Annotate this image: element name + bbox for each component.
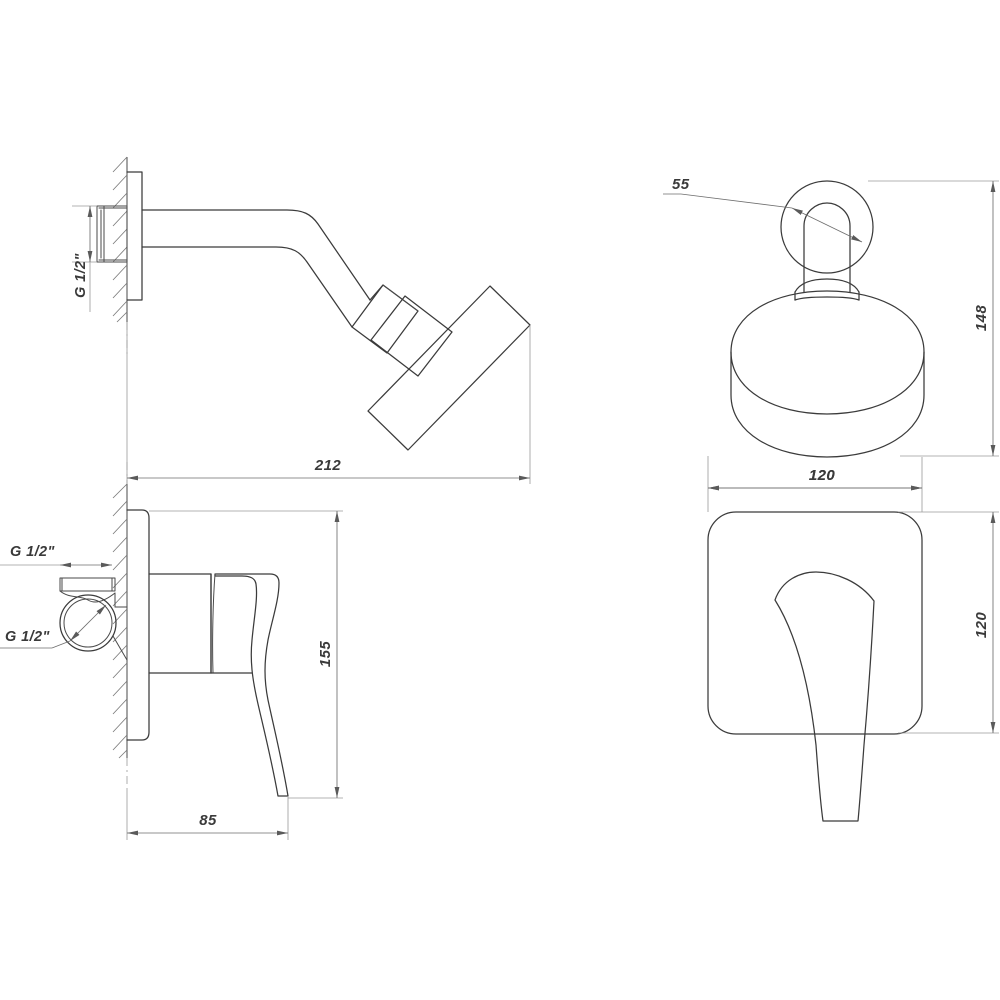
dim-label-plate-height: 120 [973,612,990,638]
mixer-plate-edge [126,509,150,741]
dim-plate-height: 120 [898,511,999,734]
dim-label-mixer-thread-upper: G 1/2" [10,544,55,560]
dim-mixer-thread-lower: G 1/2" [0,604,107,649]
shower-head-front-view: 55 148 120 [663,176,999,494]
mixer-escutcheon-plate [707,511,923,735]
inlet-thread-nipple [96,205,128,263]
dim-rosette-diameter: 55 [663,176,863,243]
dim-label-mixer-thread-lower: G 1/2" [5,629,50,645]
dim-label-arm-length: 212 [314,457,341,474]
wall-section-top [112,156,128,356]
dim-label-plate-width: 120 [809,467,835,484]
dim-mixer-height: 155 [149,510,343,799]
mixer-body [148,573,212,674]
mixer-front-view: 120 120 [707,467,999,822]
dim-mixer-projection: 85 [126,790,289,840]
shower-arm-side-view: G 1/2" 212 [72,156,531,484]
swivel-coupling [351,284,419,354]
dim-label-inlet-thread: G 1/2" [73,253,89,298]
dim-mixer-thread-upper: G 1/2" [0,544,112,568]
dim-head-height: 148 [868,180,999,457]
shower-head-bar [367,285,531,451]
dim-plate-width: 120 [707,467,923,512]
mixer-lever-handle [210,573,289,797]
dim-label-head-width: 120 [809,467,835,484]
dim-inlet-thread: G 1/2" [72,205,97,312]
dim-label-mixer-projection: 85 [199,812,217,829]
shower-arm-tube [141,209,371,328]
mixer-outlet-upper [59,577,128,608]
head-rosette-circle [780,180,874,274]
head-connector-block [370,295,453,377]
arm-wall-flange [126,171,143,301]
mixer-side-view: G 1/2" G 1/2" 155 85 [0,462,343,840]
wall-section-bottom [112,462,128,790]
dim-label-mixer-height: 155 [317,641,334,667]
dim-label-rosette-diameter: 55 [672,176,690,193]
head-neck-collar [794,278,860,301]
dim-label-head-height: 148 [973,305,990,331]
dim-arm-length: 212 [126,322,531,484]
mixer-outlet-lower [59,594,128,661]
shower-head-body [730,290,925,458]
mixer-lever-front [774,571,875,822]
